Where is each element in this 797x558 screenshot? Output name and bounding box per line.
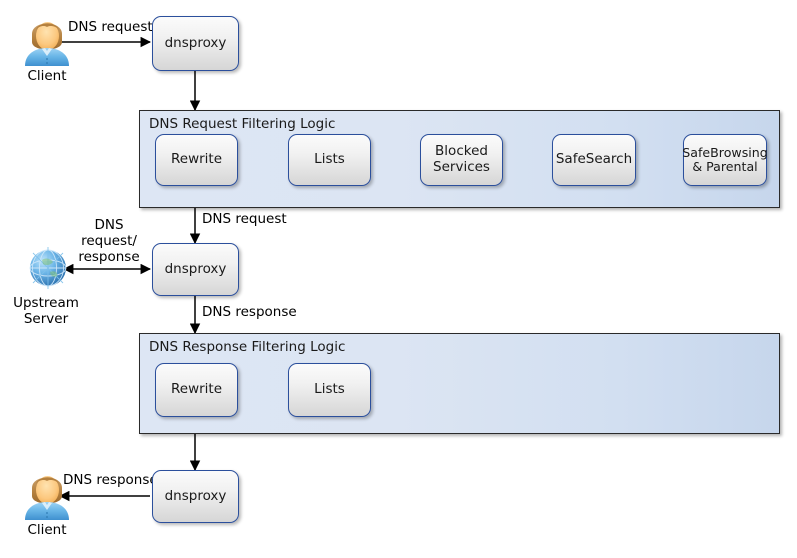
stage-resp-rewrite[interactable]: Rewrite [155, 363, 238, 417]
stage-req-blocked-services[interactable]: Blocked Services [420, 134, 503, 186]
user-avatar-icon [18, 14, 76, 66]
stage-req-safesearch[interactable]: SafeSearch [552, 134, 636, 186]
stage-req-safebrowsing-parental[interactable]: SafeBrowsing & Parental [682, 134, 768, 186]
stage-req-lists[interactable]: Lists [288, 134, 371, 186]
response-filtering-group: DNS Response Filtering Logic [139, 333, 780, 434]
client-bottom-label: Client [27, 522, 67, 538]
edge-label-upstream: DNS request/ response [78, 217, 140, 265]
dnsproxy-top-node[interactable]: dnsproxy [152, 16, 239, 71]
edge-label-dns-request-top: DNS request [68, 19, 153, 35]
globe-icon [22, 242, 74, 294]
dnsproxy-middle-node[interactable]: dnsproxy [152, 243, 239, 296]
response-filtering-title: DNS Response Filtering Logic [149, 339, 346, 355]
edge-label-dns-response-bottom: DNS response [63, 472, 158, 488]
edge-label-dns-request-middle: DNS request [202, 211, 287, 227]
user-avatar-icon [18, 468, 76, 520]
edge-label-dns-response-middle: DNS response [202, 304, 297, 320]
dnsproxy-bottom-node[interactable]: dnsproxy [152, 470, 239, 523]
stage-resp-lists[interactable]: Lists [288, 363, 371, 417]
upstream-server-label: Upstream Server [13, 295, 79, 327]
stage-req-rewrite[interactable]: Rewrite [155, 134, 238, 186]
client-top-label: Client [27, 68, 67, 84]
request-filtering-title: DNS Request Filtering Logic [149, 116, 336, 132]
